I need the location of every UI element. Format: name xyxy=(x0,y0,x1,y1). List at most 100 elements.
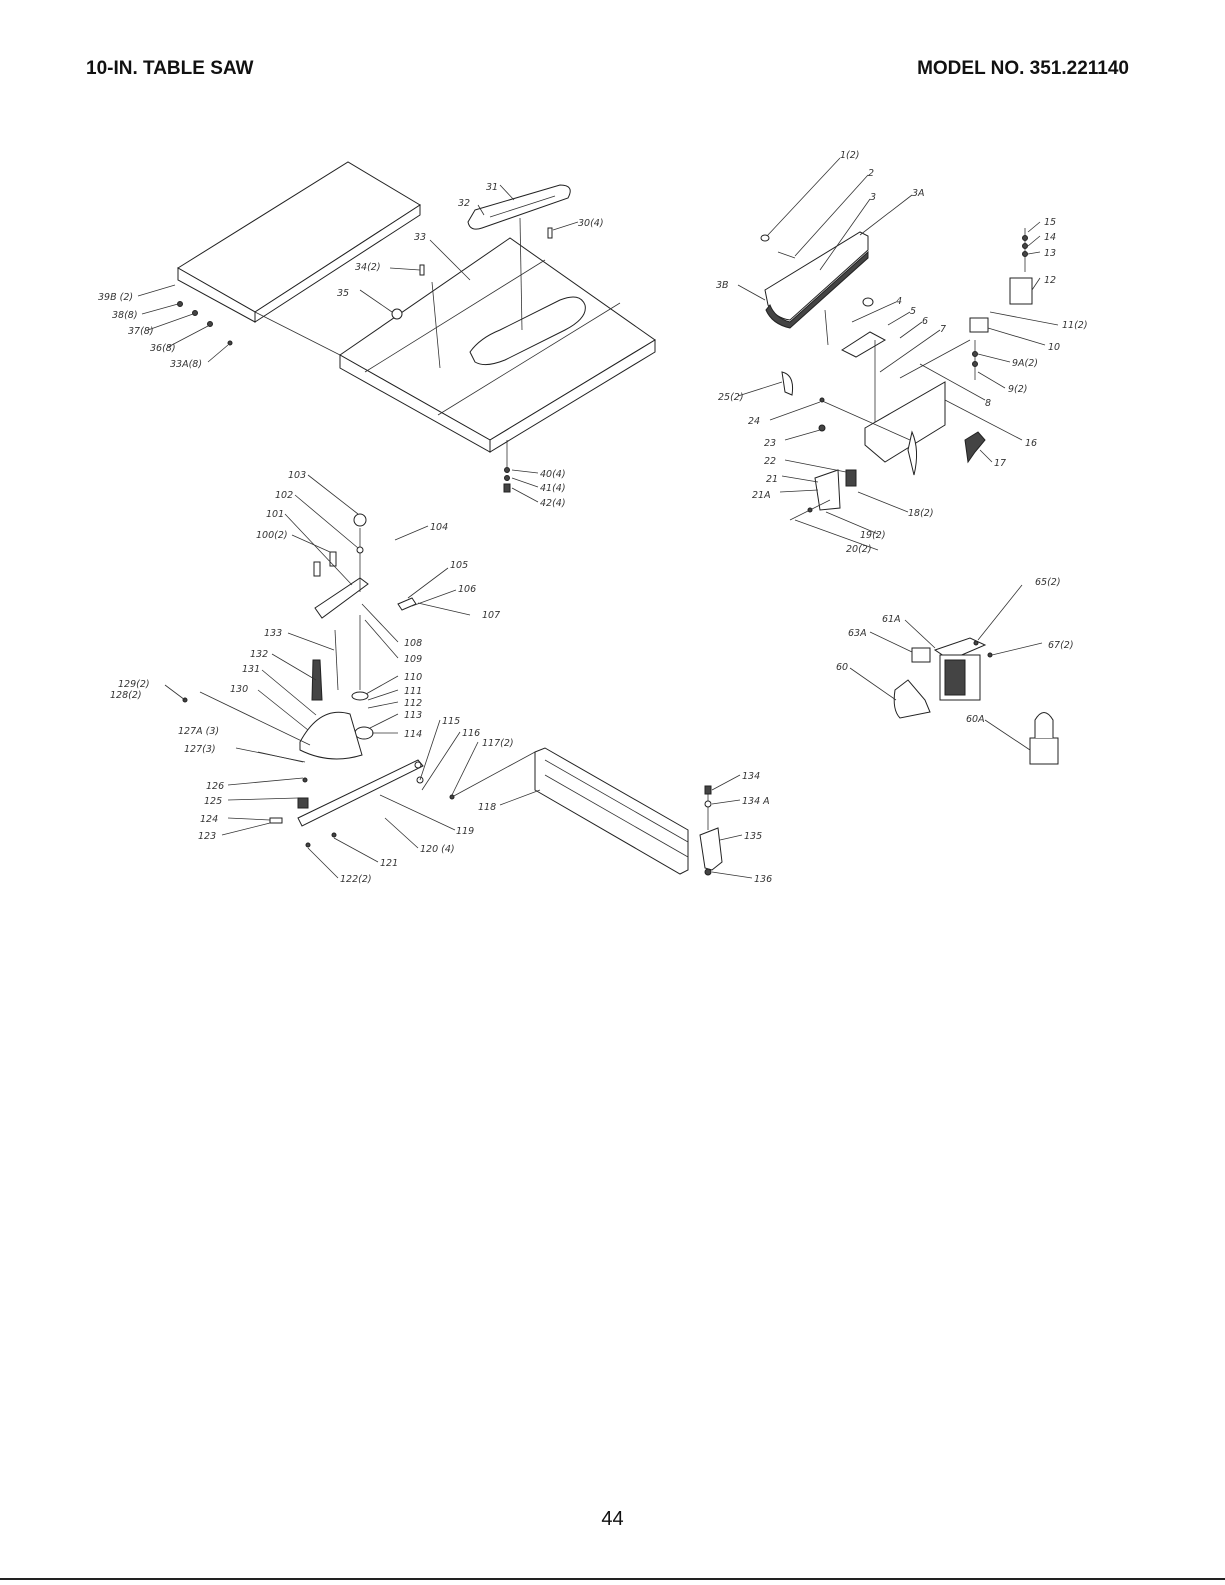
label-9: 9(2) xyxy=(1008,384,1028,395)
label-65: 65(2) xyxy=(1035,577,1061,588)
label-118: 118 xyxy=(478,802,496,813)
part-labels: 1(2) 2 3 3A 3B 4 5 6 7 8 9(2) 9A(2) 10 1… xyxy=(98,150,1088,885)
rip-fence xyxy=(449,747,723,876)
label-134a: 134 A xyxy=(742,796,770,807)
label-33: 33 xyxy=(414,232,426,243)
label-110: 110 xyxy=(404,672,422,683)
label-116: 116 xyxy=(462,728,480,739)
label-113: 113 xyxy=(404,710,422,721)
label-104: 104 xyxy=(430,522,448,533)
label-1: 1(2) xyxy=(840,150,860,161)
label-10: 10 xyxy=(1048,342,1060,353)
miter-gauge xyxy=(182,513,424,848)
label-37: 37(8) xyxy=(128,326,154,337)
label-121: 121 xyxy=(380,858,398,869)
label-41: 41(4) xyxy=(540,483,566,494)
label-115: 115 xyxy=(442,716,460,727)
page-number: 44 xyxy=(601,1508,624,1530)
label-5: 5 xyxy=(910,306,916,317)
label-22: 22 xyxy=(764,456,776,467)
model-number: MODEL NO. 351.221140 xyxy=(917,58,1129,79)
label-123: 123 xyxy=(198,831,216,842)
label-6: 6 xyxy=(922,316,928,327)
label-125: 125 xyxy=(204,796,222,807)
label-105: 105 xyxy=(450,560,468,571)
extension-hardware xyxy=(177,227,553,493)
label-25: 25(2) xyxy=(718,392,744,403)
label-131: 131 xyxy=(242,664,260,675)
label-17: 17 xyxy=(994,458,1006,469)
throat-plate xyxy=(467,184,571,331)
label-60a: 60A xyxy=(966,714,985,725)
label-12: 12 xyxy=(1044,275,1056,286)
label-19: 19(2) xyxy=(860,530,886,541)
label-128: 128(2) xyxy=(110,690,142,701)
label-9a: 9A(2) xyxy=(1012,358,1038,369)
label-136: 136 xyxy=(754,874,772,885)
label-3a: 3A xyxy=(912,188,925,199)
label-63a: 63A xyxy=(848,628,867,639)
main-table xyxy=(254,237,656,453)
blade-guard-assembly xyxy=(760,228,1033,521)
label-39b: 39B (2) xyxy=(98,292,133,303)
label-114: 114 xyxy=(404,729,422,740)
label-38: 38(8) xyxy=(112,310,138,321)
label-124: 124 xyxy=(200,814,218,825)
label-120: 120 (4) xyxy=(420,844,455,855)
label-3: 3 xyxy=(870,192,876,203)
label-126: 126 xyxy=(206,781,224,792)
label-8: 8 xyxy=(985,398,991,409)
label-117: 117(2) xyxy=(482,738,514,749)
label-42: 42(4) xyxy=(540,498,566,509)
label-122: 122(2) xyxy=(340,874,372,885)
label-36: 36(8) xyxy=(150,343,176,354)
label-102: 102 xyxy=(275,490,293,501)
label-32: 32 xyxy=(458,198,470,209)
label-107: 107 xyxy=(482,610,500,621)
label-111: 111 xyxy=(404,686,422,697)
label-130: 130 xyxy=(230,684,248,695)
label-30: 30(4) xyxy=(578,218,604,229)
label-101: 101 xyxy=(266,509,284,520)
label-127a: 127A (3) xyxy=(178,726,219,737)
label-61a: 61A xyxy=(882,614,901,625)
label-119: 119 xyxy=(456,826,474,837)
label-13: 13 xyxy=(1044,248,1056,259)
label-109: 109 xyxy=(404,654,422,665)
label-135: 135 xyxy=(744,831,762,842)
label-106: 106 xyxy=(458,584,476,595)
label-34: 34(2) xyxy=(355,262,381,273)
label-112: 112 xyxy=(404,698,422,709)
label-127: 127(3) xyxy=(184,744,216,755)
label-11: 11(2) xyxy=(1062,320,1088,331)
label-16: 16 xyxy=(1025,438,1037,449)
label-60: 60 xyxy=(836,662,848,673)
label-23: 23 xyxy=(764,438,776,449)
label-15: 15 xyxy=(1044,217,1056,228)
table-extension xyxy=(177,161,421,323)
bottom-rule xyxy=(0,1578,1225,1580)
label-134: 134 xyxy=(742,771,760,782)
label-133: 133 xyxy=(264,628,282,639)
label-31: 31 xyxy=(486,182,498,193)
leader-lines xyxy=(137,157,1059,879)
page-title: 10-IN. TABLE SAW xyxy=(86,58,254,79)
label-14: 14 xyxy=(1044,232,1056,243)
label-20: 20(2) xyxy=(846,544,872,555)
label-7: 7 xyxy=(940,324,946,335)
label-21: 21 xyxy=(766,474,778,485)
label-67: 67(2) xyxy=(1048,640,1074,651)
label-18: 18(2) xyxy=(908,508,934,519)
label-24: 24 xyxy=(748,416,760,427)
label-33a: 33A(8) xyxy=(170,359,202,370)
switch-box xyxy=(893,637,1059,765)
label-3b: 3B xyxy=(716,280,729,291)
label-129: 129(2) xyxy=(118,679,150,690)
label-35: 35 xyxy=(337,288,349,299)
label-132: 132 xyxy=(250,649,268,660)
label-21a: 21A xyxy=(752,490,771,501)
label-4: 4 xyxy=(896,296,902,307)
label-40: 40(4) xyxy=(540,469,566,480)
label-100: 100(2) xyxy=(256,530,288,541)
